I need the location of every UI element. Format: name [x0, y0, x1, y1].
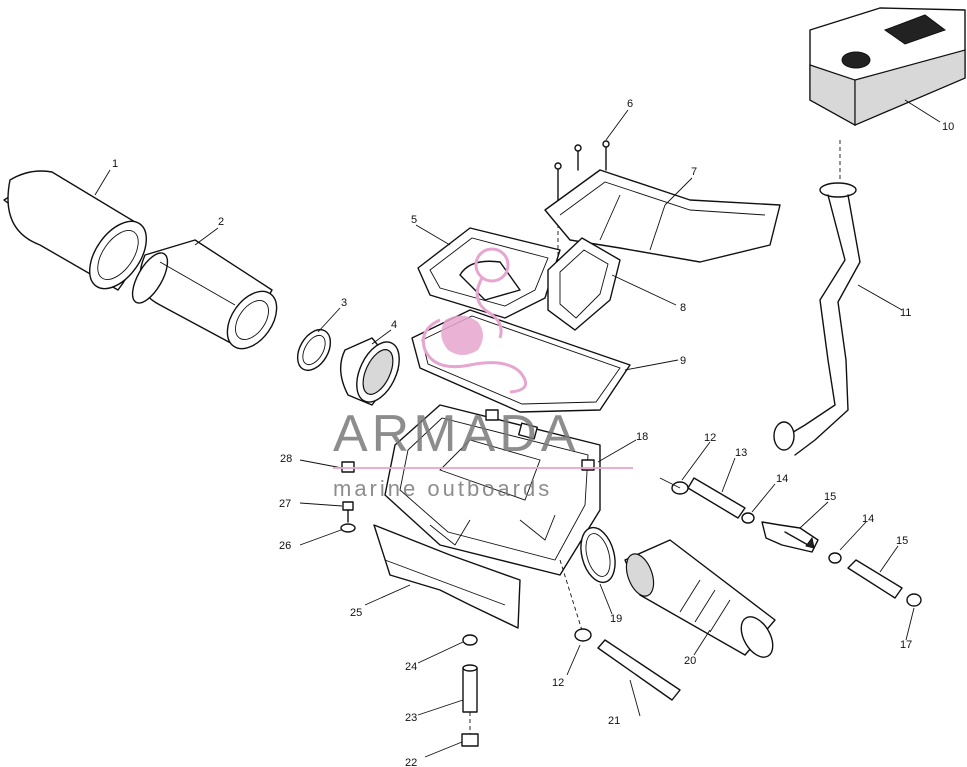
part-9-lid-seal	[411, 309, 631, 413]
part-3-clamp-ring	[296, 329, 332, 371]
part-1-prefilter-sleeve	[3, 170, 147, 291]
callout-12-lower: 12	[552, 677, 564, 689]
part-27-bolt	[342, 501, 354, 523]
leader-lines	[94, 99, 941, 758]
part-4-adapter-boot	[340, 337, 400, 406]
part-17-hose-clamp	[906, 593, 922, 607]
callout-14-lower: 14	[862, 513, 874, 525]
part-13-hose	[687, 477, 746, 519]
part-14-clamp-b	[828, 552, 842, 564]
part-2-air-filter	[131, 239, 278, 350]
callout-12-upper: 12	[704, 432, 716, 444]
callout-24: 24	[405, 661, 417, 673]
watermark-brand: ARMADA	[333, 405, 580, 463]
callout-7: 7	[691, 166, 697, 178]
callout-20: 20	[684, 655, 696, 667]
callout-10: 10	[942, 121, 954, 133]
callout-18: 18	[636, 431, 648, 443]
part-26-washer	[340, 523, 356, 533]
part-15-check-valve	[761, 521, 819, 553]
callout-28: 28	[280, 453, 292, 465]
watermark-logo-mark	[421, 247, 528, 394]
callout-13: 13	[735, 447, 747, 459]
callout-26: 26	[279, 540, 291, 552]
callout-21: 21	[608, 715, 620, 727]
callout-numbers: 1 2 3 4 5 6 7 8 9 10 11 12 12 13 14 14 1…	[112, 98, 954, 767]
callout-2: 2	[218, 216, 224, 228]
part-7-intake-duct	[544, 169, 781, 263]
part-19-outlet-seal	[580, 526, 616, 584]
part-24-clamp	[462, 634, 478, 646]
callout-6: 6	[627, 98, 633, 110]
part-14-clamp-a	[741, 512, 755, 524]
part-21-breather-hose	[559, 559, 681, 701]
part-25-shield	[373, 524, 521, 629]
part-18-airbox-housing	[384, 404, 601, 576]
callout-1: 1	[112, 158, 118, 170]
watermark-underline	[333, 467, 633, 469]
callout-22: 22	[405, 757, 417, 767]
part-23-drain-tube	[462, 664, 478, 713]
part-10-silencer	[809, 7, 966, 127]
part-12-hose-clamp-lower	[574, 628, 592, 642]
watermark-tagline: marine outboards	[333, 476, 553, 501]
callout-19: 19	[610, 613, 622, 625]
callout-11: 11	[900, 307, 911, 319]
part-20-outlet-boot	[624, 539, 776, 658]
part-16-hose	[847, 559, 903, 599]
callout-17: 17	[900, 639, 912, 651]
part-11-vent-tube	[773, 140, 861, 456]
callout-4: 4	[391, 319, 397, 331]
part-8-duct-gasket	[547, 237, 621, 331]
part-22-drain-plug	[461, 712, 479, 747]
callout-27: 27	[279, 498, 291, 510]
callout-15-upper: 15	[824, 491, 836, 503]
callout-25: 25	[350, 607, 362, 619]
callout-14-upper: 14	[776, 473, 788, 485]
callout-9: 9	[680, 355, 686, 367]
part-5-airbox-lid	[417, 227, 561, 319]
callout-23: 23	[405, 712, 417, 724]
callout-8: 8	[680, 302, 686, 314]
callout-3: 3	[341, 297, 347, 309]
callout-15-lower: 15	[896, 535, 908, 547]
callout-5: 5	[411, 214, 417, 226]
